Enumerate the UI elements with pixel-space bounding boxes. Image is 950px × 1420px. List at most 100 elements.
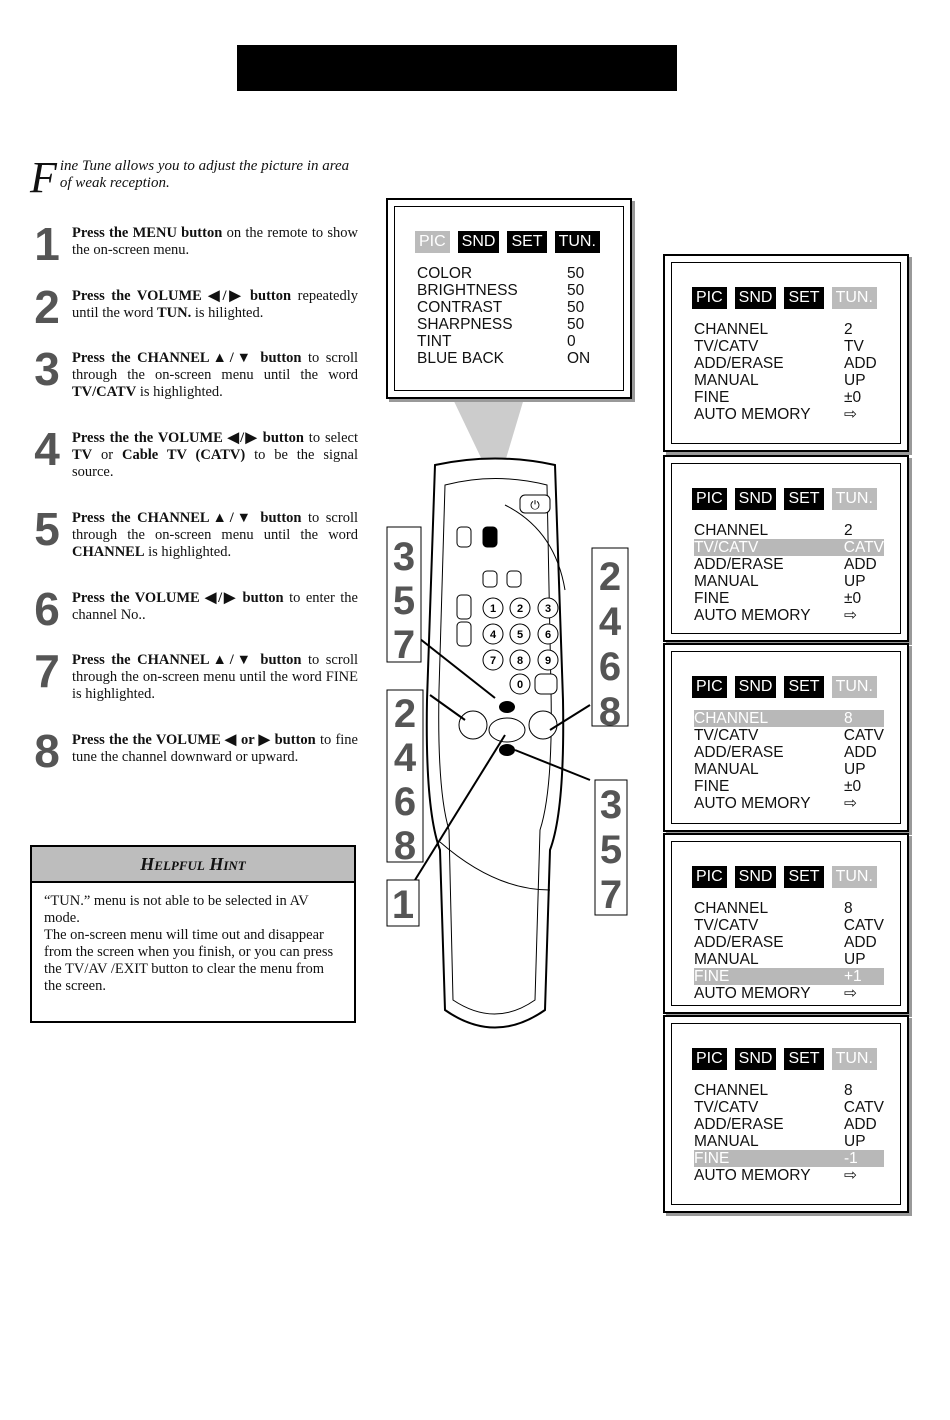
menu-row: FINE ±0 <box>694 778 884 795</box>
helpful-hint-box: Helpful Hint “TUN.” menu is not able to … <box>30 845 356 1023</box>
vol-down-button <box>458 710 488 740</box>
remote-step-number: 7 <box>600 873 622 917</box>
keypad-key-label: 9 <box>545 655 551 667</box>
step-text: Press the VOLUME ◀/▶ button repeatedly u… <box>72 288 358 321</box>
step-text: Press the MENU button on the remote to s… <box>72 225 358 258</box>
menu-row-value: -1 <box>844 1150 858 1167</box>
menu-row-value: ADD <box>844 355 877 372</box>
menu-row-label: ADD/ERASE <box>694 1116 784 1133</box>
step-number: 2 <box>34 281 60 333</box>
keypad-key-label: 4 <box>490 629 497 641</box>
menu-row-label: AUTO MEMORY <box>694 795 811 812</box>
menu-row-value: ±0 <box>844 778 862 795</box>
menu-row-label: TINT <box>417 333 452 350</box>
keypad-key-label: 6 <box>545 629 551 641</box>
hint-title: Helpful Hint <box>32 847 354 883</box>
remote-step-number: 7 <box>393 623 415 667</box>
step-text: Press the CHANNEL▲/▼ button to scroll th… <box>72 350 358 400</box>
menu-row-value: ADD <box>844 744 877 761</box>
menu-row-label: FINE <box>694 389 730 406</box>
menu-button <box>488 717 526 743</box>
power-button <box>519 494 551 514</box>
menu-row: MANUAL UP <box>694 1133 884 1150</box>
menu-tab-set: SET <box>784 676 824 698</box>
menu-row-value: CATV <box>843 727 884 744</box>
menu-row-value: UP <box>844 1133 866 1150</box>
menu-row-value: 2 <box>844 321 853 338</box>
menu-row-label: FINE <box>694 590 730 607</box>
menu-tab-set: SET <box>784 287 824 309</box>
keypad-key <box>537 597 559 619</box>
menu-row-label: FINE <box>694 778 730 795</box>
remote-step-number: 8 <box>394 824 416 868</box>
intro-dropcap: F <box>30 153 57 202</box>
menu-row-value: 50 <box>567 316 585 333</box>
menu-row: TV/CATV CATV <box>694 727 884 744</box>
menu-row-label: ADD/ERASE <box>694 556 784 573</box>
intro-paragraph: F ine Tune allows you to adjust the pict… <box>30 153 360 202</box>
menu-row-label: TV/CATV <box>694 727 759 744</box>
menu-row-label: TV/CATV <box>694 917 759 934</box>
menu-row-value: UP <box>844 573 866 590</box>
menu-row-value: UP <box>844 372 866 389</box>
menu-row-value: 8 <box>844 900 853 917</box>
intro-text: ine Tune allows you to adjust the pictur… <box>59 158 350 191</box>
menu-row-value: 2 <box>844 522 853 539</box>
menu-row-label: CHANNEL <box>694 522 769 539</box>
ch-up-button <box>499 701 515 713</box>
menu-row: FINE+1 <box>694 968 884 985</box>
remote-step-number: 4 <box>394 736 417 780</box>
menu-row-label: ADD/ERASE <box>694 744 784 761</box>
keypad-key <box>509 597 531 619</box>
menu-row-value: ADD <box>844 1116 877 1133</box>
menu-row-label: AUTO MEMORY <box>694 607 811 624</box>
menu-row: SHARPNESS 50 <box>417 316 607 333</box>
menu-row-label: BRIGHTNESS <box>417 282 518 299</box>
step-number: 7 <box>34 645 60 697</box>
menu-row-label: MANUAL <box>694 372 759 389</box>
menu-tab-set: SET <box>784 488 824 510</box>
menu-row: FINE±0 <box>694 389 884 406</box>
menu-row-label: MANUAL <box>694 1133 759 1150</box>
menu-row-value: CATV <box>843 917 884 934</box>
keypad-key-label: 5 <box>517 629 523 641</box>
keypad-key-label: 7 <box>490 655 496 667</box>
menu-row: AUTO MEMORY⇨ <box>694 1167 884 1184</box>
remote-step-number: 2 <box>599 555 621 599</box>
menu-tab-tun: TUN. <box>831 488 877 510</box>
step-item: 2 Press the VOLUME ◀/▶ button repeatedly … <box>28 282 358 332</box>
menu-row: MANUAL UP <box>694 372 884 389</box>
menu-row-label: SHARPNESS <box>417 316 513 333</box>
remote-step-number: 4 <box>599 600 622 644</box>
menu-tab-tun: TUN. <box>831 866 877 888</box>
menu-row: AUTO MEMORY⇨ <box>694 406 884 423</box>
menu-row-label: TV/CATV <box>694 338 759 355</box>
step-number: 8 <box>34 725 60 777</box>
menu-tab-pic: PIC <box>692 866 727 888</box>
menu-tab-snd: SND <box>734 488 777 510</box>
keypad-key <box>537 623 559 645</box>
remote-step-number: 2 <box>394 692 416 736</box>
menu-row-value: ⇨ <box>844 985 857 1002</box>
menu-row: TV/CATV TV <box>694 338 884 355</box>
menu-row-label: BLUE BACK <box>417 350 505 367</box>
keypad-key <box>482 623 504 645</box>
menu-row: CHANNEL 2 <box>694 522 884 539</box>
menu-row-value: TV <box>844 338 864 355</box>
